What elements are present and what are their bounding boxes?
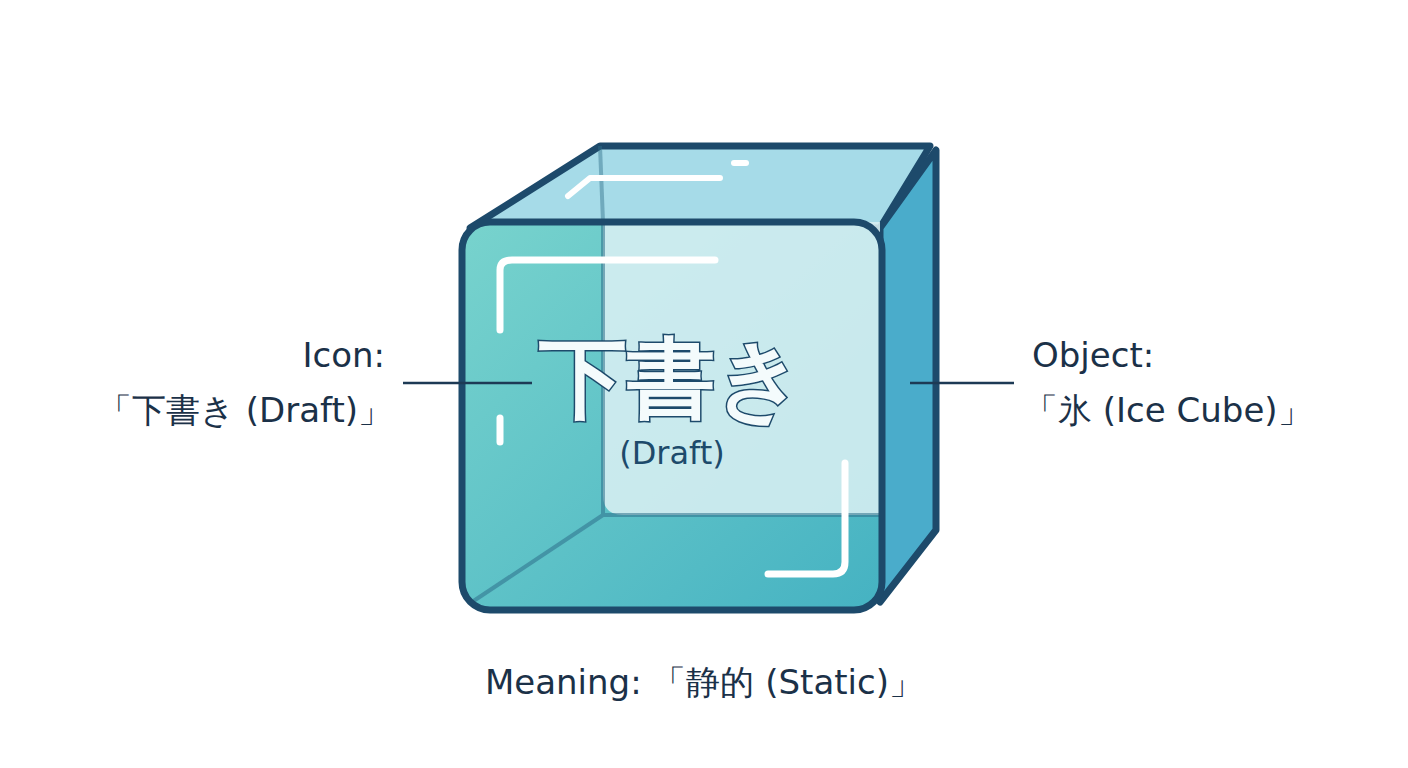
callout-text: 「下書き (Draft)」 — [98, 390, 392, 431]
cube-back-edge — [600, 146, 603, 222]
cube-highlight — [497, 418, 504, 442]
cube-highlight — [734, 160, 746, 166]
callout-heading: Object: — [1032, 335, 1154, 376]
cube-side-face — [880, 150, 936, 602]
ice-cube-node: 下書き(Draft) — [462, 222, 882, 610]
cube-highlight — [768, 463, 845, 574]
callout-text: 「氷 (Ice Cube)」 — [1024, 390, 1312, 431]
callout-heading: Icon: — [302, 335, 385, 376]
icon-subtitle: (Draft) — [619, 433, 725, 475]
cube-highlight — [568, 178, 720, 196]
leader-line — [910, 382, 1014, 385]
icon-title: 下書き — [539, 328, 805, 429]
meaning-caption: Meaning: 「静的 (Static)」 — [485, 662, 923, 703]
cube-front-face — [462, 222, 882, 610]
leader-line — [403, 382, 532, 385]
cube-top-face — [470, 146, 930, 228]
cube-highlight — [500, 260, 715, 330]
cube-inner-edges — [472, 222, 880, 602]
cube-outline — [462, 222, 882, 610]
